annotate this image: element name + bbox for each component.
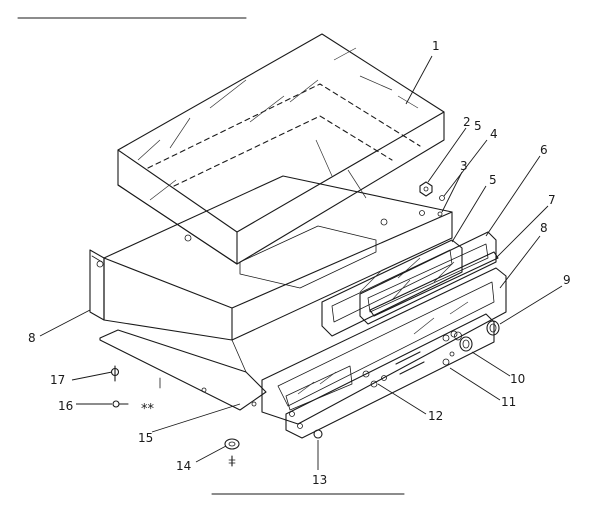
front-bezel — [261, 267, 507, 425]
top-fasteners — [419, 181, 445, 217]
callout-4: 4 — [490, 127, 498, 141]
control-plate — [285, 313, 495, 439]
callout-12: 12 — [428, 409, 443, 423]
callout-3: 3 — [460, 159, 468, 173]
callout-14: 14 — [176, 459, 191, 473]
callout-6: 6 — [540, 143, 548, 157]
callout-15: 15 — [138, 431, 153, 445]
glass-panels — [359, 231, 499, 325]
callout-9: 9 — [563, 273, 571, 287]
control-knobs — [442, 320, 500, 366]
callout-2: 2 — [463, 115, 471, 129]
callout-10: 10 — [510, 372, 525, 386]
callout-17: 17 — [50, 373, 65, 387]
callout-1: 1 — [432, 39, 440, 53]
callout-7: 7 — [548, 193, 556, 207]
chassis-housing — [89, 175, 453, 411]
callout-8-left: 8 — [28, 331, 36, 345]
loose-hardware — [110, 365, 240, 467]
callout-16: 16 — [58, 399, 73, 413]
asterisk-mark: ** — [141, 402, 155, 417]
callout-superscript: 5 — [474, 119, 482, 133]
callout-11: 11 — [501, 395, 516, 409]
callout-13: 13 — [312, 473, 327, 487]
callout-5: 5 — [489, 173, 497, 187]
callout-labels: 1 2 5 3 4 5 6 7 8 9 10 11 12 13 14 15 16… — [28, 39, 571, 487]
callout-8-right: 8 — [540, 221, 548, 235]
leader-lines — [39, 55, 563, 470]
